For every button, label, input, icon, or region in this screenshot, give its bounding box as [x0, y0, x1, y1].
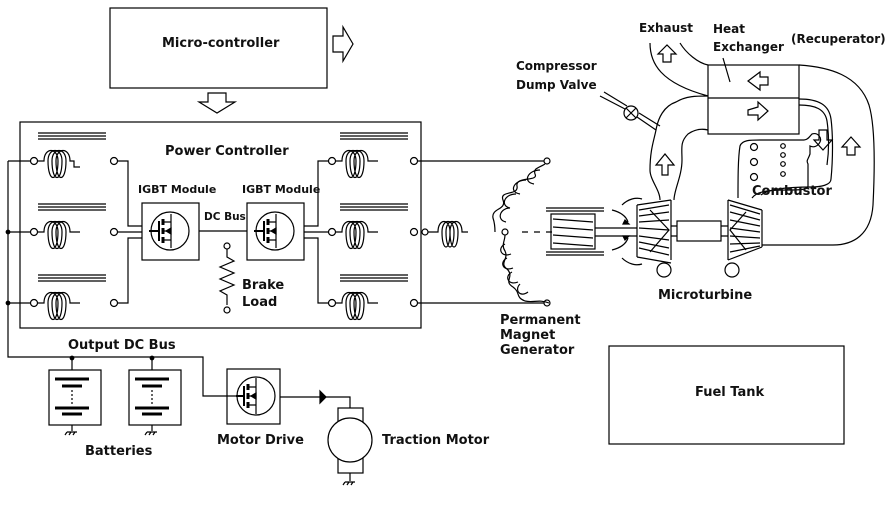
traction-motor — [327, 407, 373, 486]
combustor — [737, 133, 822, 199]
output-dc-bus-label: Output DC Bus — [68, 338, 176, 353]
turbine-shaft-housing — [676, 220, 722, 242]
traction-motor-label: Traction Motor — [382, 433, 490, 448]
dc-bus-label: DC Bus — [204, 211, 246, 223]
arrow-left-icon — [747, 70, 769, 92]
left-bus-wire — [7, 161, 240, 397]
dump-valve-label-line1: Compressor — [516, 59, 597, 73]
compressor-outlet-duct — [649, 95, 709, 201]
recuperator — [707, 64, 800, 135]
arrow-down-icon — [196, 92, 238, 114]
battery-1 — [48, 355, 102, 436]
power-controller-label: Power Controller — [165, 144, 289, 159]
microturbine-label: Microturbine — [658, 288, 753, 303]
inductor-left-bottom — [29, 274, 119, 321]
igbt-module-right-label: IGBT Module — [242, 183, 321, 196]
heat-exchanger-label-line1: Heat — [713, 22, 746, 36]
inductor-right-middle — [327, 203, 419, 250]
heat-exchanger-label-line2: Exchanger — [713, 40, 784, 54]
exhaust-arrow-icon — [656, 44, 678, 63]
arrow-right-icon — [332, 24, 354, 64]
arrow-up-icon — [654, 153, 676, 176]
compressor-wheel — [636, 199, 672, 264]
exhaust-label: Exhaust — [639, 21, 693, 35]
igbt-module-left-label: IGBT Module — [138, 183, 217, 196]
exhaust-duct — [649, 42, 709, 97]
fuel-tank-box — [608, 345, 845, 445]
combustor-label: Combustor — [752, 184, 832, 199]
current-arrow-icon — [319, 389, 327, 405]
dump-valve-label-line2: Dump Valve — [516, 78, 597, 92]
pmg-label-line1: Permanent — [500, 313, 581, 328]
micro-controller-label: Micro-controller — [162, 36, 280, 51]
brake-resistor — [218, 242, 236, 314]
battery-2 — [128, 355, 182, 436]
motor-drive-label: Motor Drive — [217, 433, 304, 448]
compressor-dump-valve — [599, 91, 661, 131]
arrow-right-icon — [747, 100, 769, 122]
generator-rotor — [546, 207, 637, 256]
igbt-module-right — [246, 202, 305, 261]
turbine-wheel — [727, 199, 763, 261]
pmg-label-line3: Generator — [500, 343, 575, 358]
power-controller-box — [19, 121, 422, 329]
permanent-magnet-generator-windings — [492, 157, 551, 307]
pmg-label-line2: Magnet — [500, 328, 556, 343]
brake-load-label-line2: Load — [242, 295, 278, 310]
pmg-series-inductor — [428, 220, 468, 248]
fuel-tank-label: Fuel Tank — [695, 385, 765, 400]
motor-drive — [226, 368, 281, 425]
brake-load-label-line1: Brake — [242, 278, 285, 293]
arrow-up-icon — [840, 136, 862, 156]
igbt-module-left — [141, 202, 200, 261]
batteries-label: Batteries — [85, 444, 153, 459]
inductor-right-top — [327, 132, 419, 179]
recuperator-label: (Recuperator) — [791, 32, 886, 46]
inductor-right-bottom — [327, 274, 419, 321]
micro-controller-box — [109, 7, 328, 89]
arrow-down-icon — [812, 129, 834, 151]
inductor-left-middle — [29, 203, 119, 250]
inductor-left-top — [29, 132, 119, 179]
